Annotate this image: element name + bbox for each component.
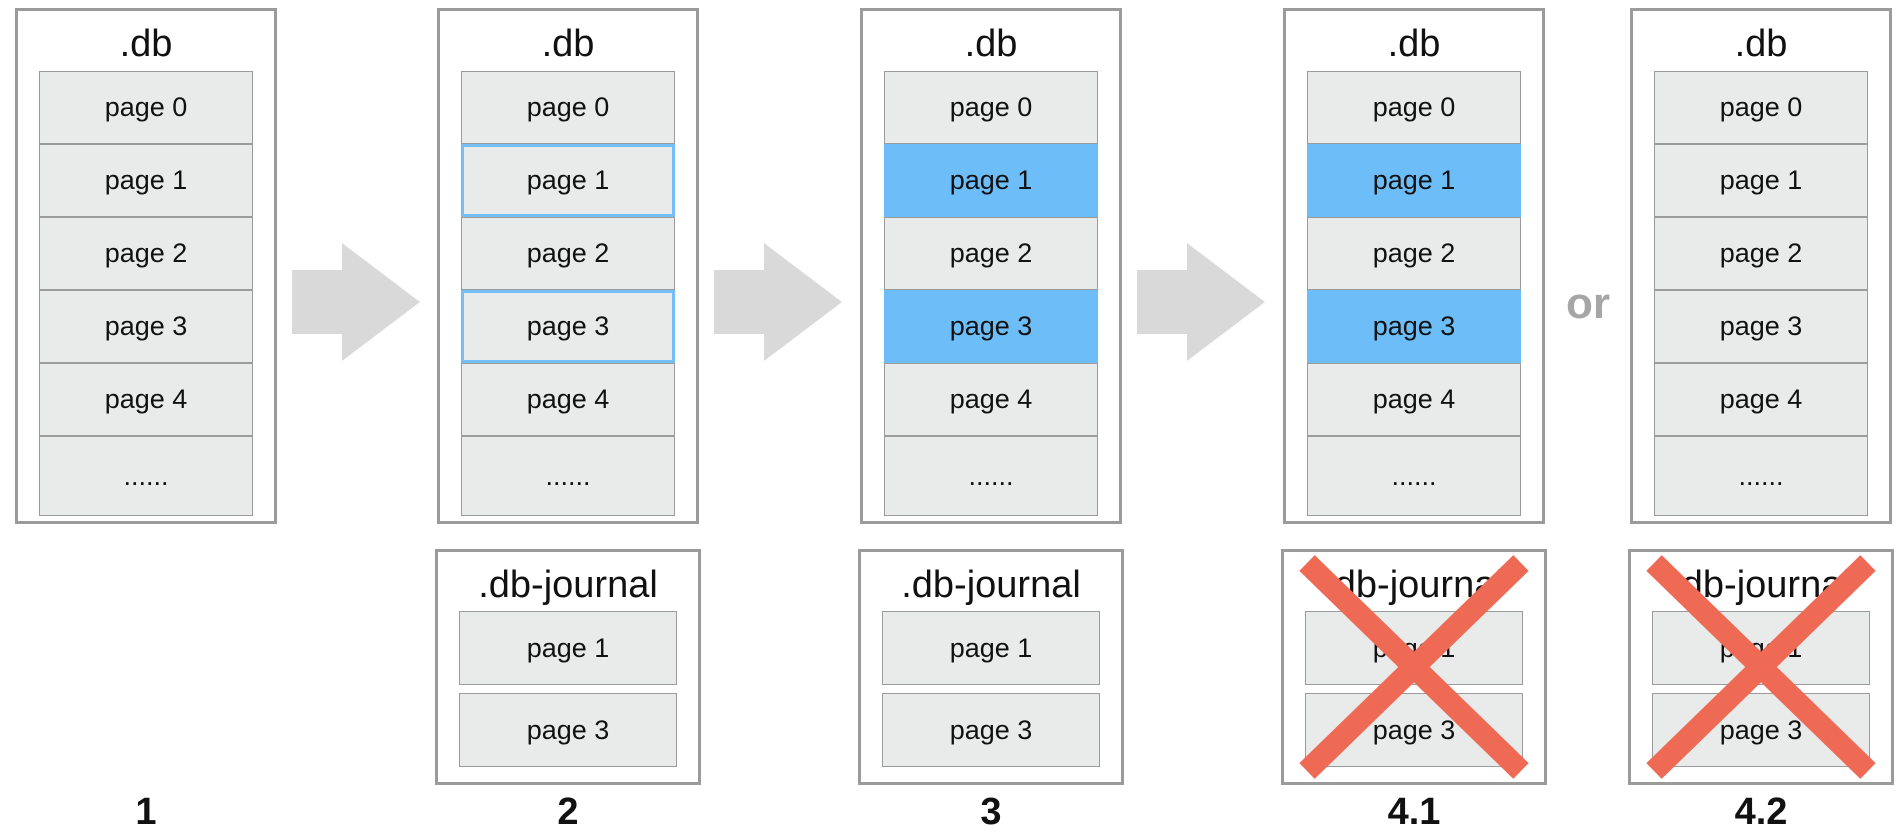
- db-page: page 3: [39, 290, 253, 363]
- db-page: page 3: [461, 290, 675, 363]
- arrow-right-icon: [714, 243, 842, 361]
- journal-page: page 1: [459, 611, 677, 685]
- db-page: ......: [1654, 436, 1868, 516]
- stage-number-label: 1: [135, 791, 157, 833]
- journal-page: page 1: [882, 611, 1100, 685]
- db-page: page 4: [461, 363, 675, 436]
- arrow-right-icon: [1137, 243, 1265, 361]
- stage-number-label: 3: [980, 791, 1002, 833]
- db-file-title: .db: [964, 23, 1018, 65]
- db-page: page 0: [1307, 71, 1521, 144]
- journal-file-title: .db-journal: [478, 564, 658, 606]
- db-page: ......: [884, 436, 1098, 516]
- journal-file-box: .db-journal page 1 page 3: [1281, 549, 1547, 785]
- db-file-title: .db: [1734, 23, 1788, 65]
- db-page: page 4: [1307, 363, 1521, 436]
- journal-page: page 1: [1305, 611, 1523, 685]
- db-page: page 3: [1654, 290, 1868, 363]
- db-page: page 0: [39, 71, 253, 144]
- journal-file-title: .db-journal: [1671, 564, 1851, 606]
- db-page: page 1: [1307, 144, 1521, 217]
- db-page: ......: [1307, 436, 1521, 516]
- db-page: page 2: [1654, 217, 1868, 290]
- stage-number-label: 4.1: [1387, 791, 1441, 833]
- or-connector: or: [1566, 279, 1610, 328]
- db-file-title: .db: [119, 23, 173, 65]
- journal-file-box: .db-journal page 1 page 3: [435, 549, 701, 785]
- db-page: page 0: [1654, 71, 1868, 144]
- journal-file-title: .db-journal: [1324, 564, 1504, 606]
- db-page: page 1: [461, 144, 675, 217]
- db-page: page 0: [461, 71, 675, 144]
- journal-page: page 3: [1305, 693, 1523, 767]
- db-file-title: .db: [1387, 23, 1441, 65]
- journal-page: page 1: [1652, 611, 1870, 685]
- journal-page: page 3: [1652, 693, 1870, 767]
- db-page: ......: [461, 436, 675, 516]
- journal-file-box: .db-journal page 1 page 3: [858, 549, 1124, 785]
- db-page: page 2: [1307, 217, 1521, 290]
- db-page: page 0: [884, 71, 1098, 144]
- db-page: page 4: [884, 363, 1098, 436]
- db-page: page 1: [39, 144, 253, 217]
- db-page: page 3: [884, 290, 1098, 363]
- arrow-right-icon: [292, 243, 420, 361]
- db-page: page 1: [884, 144, 1098, 217]
- db-page: page 2: [884, 217, 1098, 290]
- db-file-title: .db: [541, 23, 595, 65]
- db-page: ......: [39, 436, 253, 516]
- db-page: page 1: [1654, 144, 1868, 217]
- journal-page: page 3: [882, 693, 1100, 767]
- db-page: page 2: [461, 217, 675, 290]
- journal-file-box: .db-journal page 1 page 3: [1628, 549, 1894, 785]
- db-page: page 4: [39, 363, 253, 436]
- journal-page: page 3: [459, 693, 677, 767]
- db-page: page 2: [39, 217, 253, 290]
- db-page: page 3: [1307, 290, 1521, 363]
- stage-number-label: 2: [557, 791, 579, 833]
- stage-number-label: 4.2: [1734, 791, 1788, 833]
- db-page: page 4: [1654, 363, 1868, 436]
- journal-file-title: .db-journal: [901, 564, 1081, 606]
